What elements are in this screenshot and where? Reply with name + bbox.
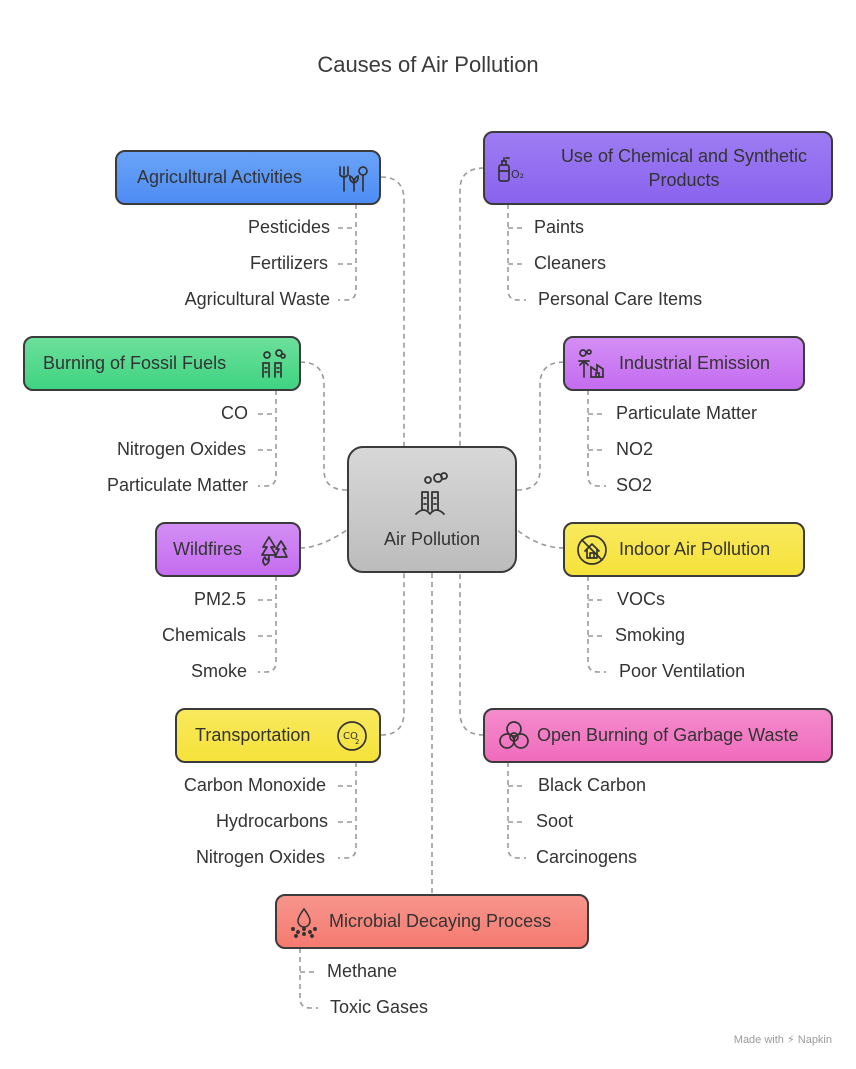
biohazard-icon — [497, 719, 531, 753]
node-burning-fossil-fuels: Burning of Fossil Fuels — [23, 336, 301, 391]
garbage-item-black-carbon: Black Carbon — [538, 775, 647, 795]
microbial-item-methane: Methane — [327, 961, 398, 981]
made-with-napkin-footer[interactable]: Made with ⚡ Napkin — [733, 1034, 832, 1046]
node-indoor-air-pollution: Indoor Air Pollution — [563, 522, 805, 577]
node-transportation: Transportation CO 2 — [175, 708, 381, 763]
co2-icon: CO 2 — [335, 719, 369, 753]
agri-item-waste: Agricultural Waste — [184, 289, 330, 309]
chemical-label-line2: Products — [648, 170, 720, 190]
fossil-item-nitrogen-oxides: Nitrogen Oxides — [116, 439, 246, 459]
node-agricultural-activities: Agricultural Activities — [115, 150, 381, 205]
indoor-item-vocs: VOCs — [617, 589, 666, 609]
house-no-air-icon — [575, 533, 609, 567]
smoke-factory-icon — [408, 470, 456, 523]
industrial-item-particulate: Particulate Matter — [616, 403, 758, 423]
fork-plant-icon — [335, 161, 369, 195]
center-node-label: Air Pollution — [383, 528, 481, 549]
svg-text:O₂: O₂ — [511, 168, 524, 181]
industry-icon — [575, 347, 609, 381]
chem-item-paints: Paints — [534, 217, 585, 237]
svg-text:CO: CO — [343, 731, 358, 742]
center-node-air-pollution: Air Pollution — [347, 446, 517, 573]
node-industrial-emission: Industrial Emission — [563, 336, 805, 391]
node-open-burning-garbage: Open Burning of Garbage Waste — [483, 708, 833, 763]
indoor-item-smoking: Smoking — [615, 625, 686, 645]
garbage-item-carcinogens: Carcinogens — [536, 847, 638, 867]
chem-item-cleaners: Cleaners — [534, 253, 607, 273]
forest-fire-icon — [257, 533, 291, 567]
node-microbial-decaying: Microbial Decaying Process — [275, 894, 589, 949]
transport-item-hydrocarbons: Hydrocarbons — [215, 811, 328, 831]
wildfire-item-chemicals: Chemicals — [161, 625, 246, 645]
transport-item-nitrogen-oxides: Nitrogen Oxides — [195, 847, 325, 867]
svg-text:2: 2 — [355, 738, 359, 746]
agri-item-fertilizers: Fertilizers — [249, 253, 328, 273]
industrial-item-so2: SO2 — [616, 475, 653, 495]
node-wildfires: Wildfires — [155, 522, 301, 577]
agri-item-pesticides: Pesticides — [247, 217, 330, 237]
wildfire-item-pm25: PM2.5 — [193, 589, 246, 609]
page-title: Causes of Air Pollution — [317, 52, 539, 77]
wildfire-item-smoke: Smoke — [190, 661, 247, 681]
chem-item-personal-care: Personal Care Items — [538, 289, 703, 309]
fossil-item-particulate: Particulate Matter — [106, 475, 248, 495]
spray-o2-icon: O₂ — [495, 151, 529, 185]
chemical-label-line1: Use of Chemical and Synthetic — [560, 146, 808, 166]
microbial-item-toxic-gases: Toxic Gases — [330, 997, 429, 1017]
factory-smoke-icon — [257, 347, 291, 381]
fossil-item-co: CO — [221, 403, 248, 423]
indoor-item-ventilation: Poor Ventilation — [619, 661, 746, 681]
droplet-spores-icon — [287, 905, 321, 939]
transport-item-carbon-monoxide: Carbon Monoxide — [183, 775, 326, 795]
node-chemical-synthetic-products: O₂ Use of Chemical and Synthetic Product… — [483, 131, 833, 205]
industrial-item-no2: NO2 — [616, 439, 654, 459]
garbage-item-soot: Soot — [536, 811, 574, 831]
